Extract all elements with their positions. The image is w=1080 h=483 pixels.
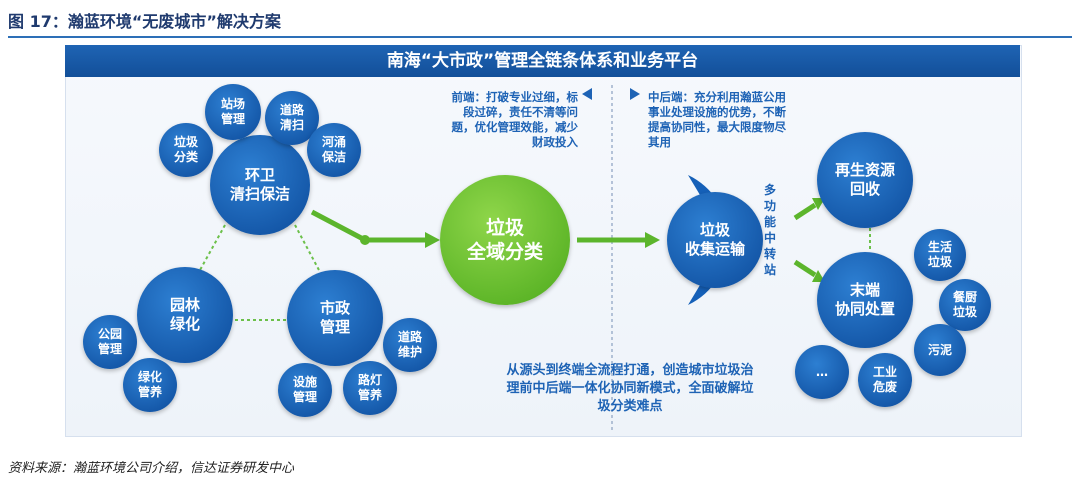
node-sorting: 垃圾 分类 bbox=[159, 123, 213, 177]
node-hazard: 工业 危废 bbox=[858, 353, 912, 407]
node-terminal: 末端 协同处置 bbox=[817, 252, 913, 348]
transfer-station-label: 多 功 能 中 转 站 bbox=[763, 183, 776, 277]
node-road-maint: 道路 维护 bbox=[383, 318, 437, 372]
node-global-sort: 垃圾 全域分类 bbox=[440, 175, 570, 305]
node-station: 站场 管理 bbox=[205, 84, 261, 140]
bottom-note: 从源头到终端全流程打通，创造城市垃圾治理前中后端一体化协同新模式，全面破解垃圾分… bbox=[506, 363, 754, 414]
diagram-header: 南海“大市政”管理全链条体系和业务平台 bbox=[65, 45, 1020, 77]
node-garden: 园林 绿化 bbox=[137, 267, 233, 363]
node-more: … bbox=[795, 345, 849, 399]
node-collect: 垃圾 收集运输 bbox=[667, 192, 763, 288]
node-river: 河涌 保洁 bbox=[307, 123, 361, 177]
node-facility: 设施 管理 bbox=[278, 363, 332, 417]
node-lamp: 路灯 管养 bbox=[343, 361, 397, 415]
front-note: 前端：打破专业过细，标段过碎，责任不清等问题，优化管理效能，减少财政投入 bbox=[451, 90, 579, 149]
divider bbox=[8, 36, 1072, 38]
node-road-clean: 道路 清扫 bbox=[265, 91, 319, 145]
node-park: 公园 管理 bbox=[83, 315, 137, 369]
node-sanitation: 环卫 清扫保洁 bbox=[210, 135, 310, 235]
source-note: 资料来源：瀚蓝环境公司介绍，信达证券研发中心 bbox=[8, 461, 295, 476]
node-recycle: 再生资源 回收 bbox=[817, 132, 913, 228]
node-kitchen: 餐厨 垃圾 bbox=[939, 279, 991, 331]
node-domestic: 生活 垃圾 bbox=[914, 229, 966, 281]
node-greening: 绿化 管养 bbox=[123, 358, 177, 412]
node-sludge: 污泥 bbox=[914, 324, 966, 376]
back-note: 中后端：充分利用瀚蓝公用事业处理设施的优势，不断提高协同性，最大限度物尽其用 bbox=[648, 90, 786, 149]
figure-title: 图 17：瀚蓝环境“无废城市”解决方案 bbox=[8, 12, 281, 31]
node-municipal: 市政 管理 bbox=[287, 270, 383, 366]
